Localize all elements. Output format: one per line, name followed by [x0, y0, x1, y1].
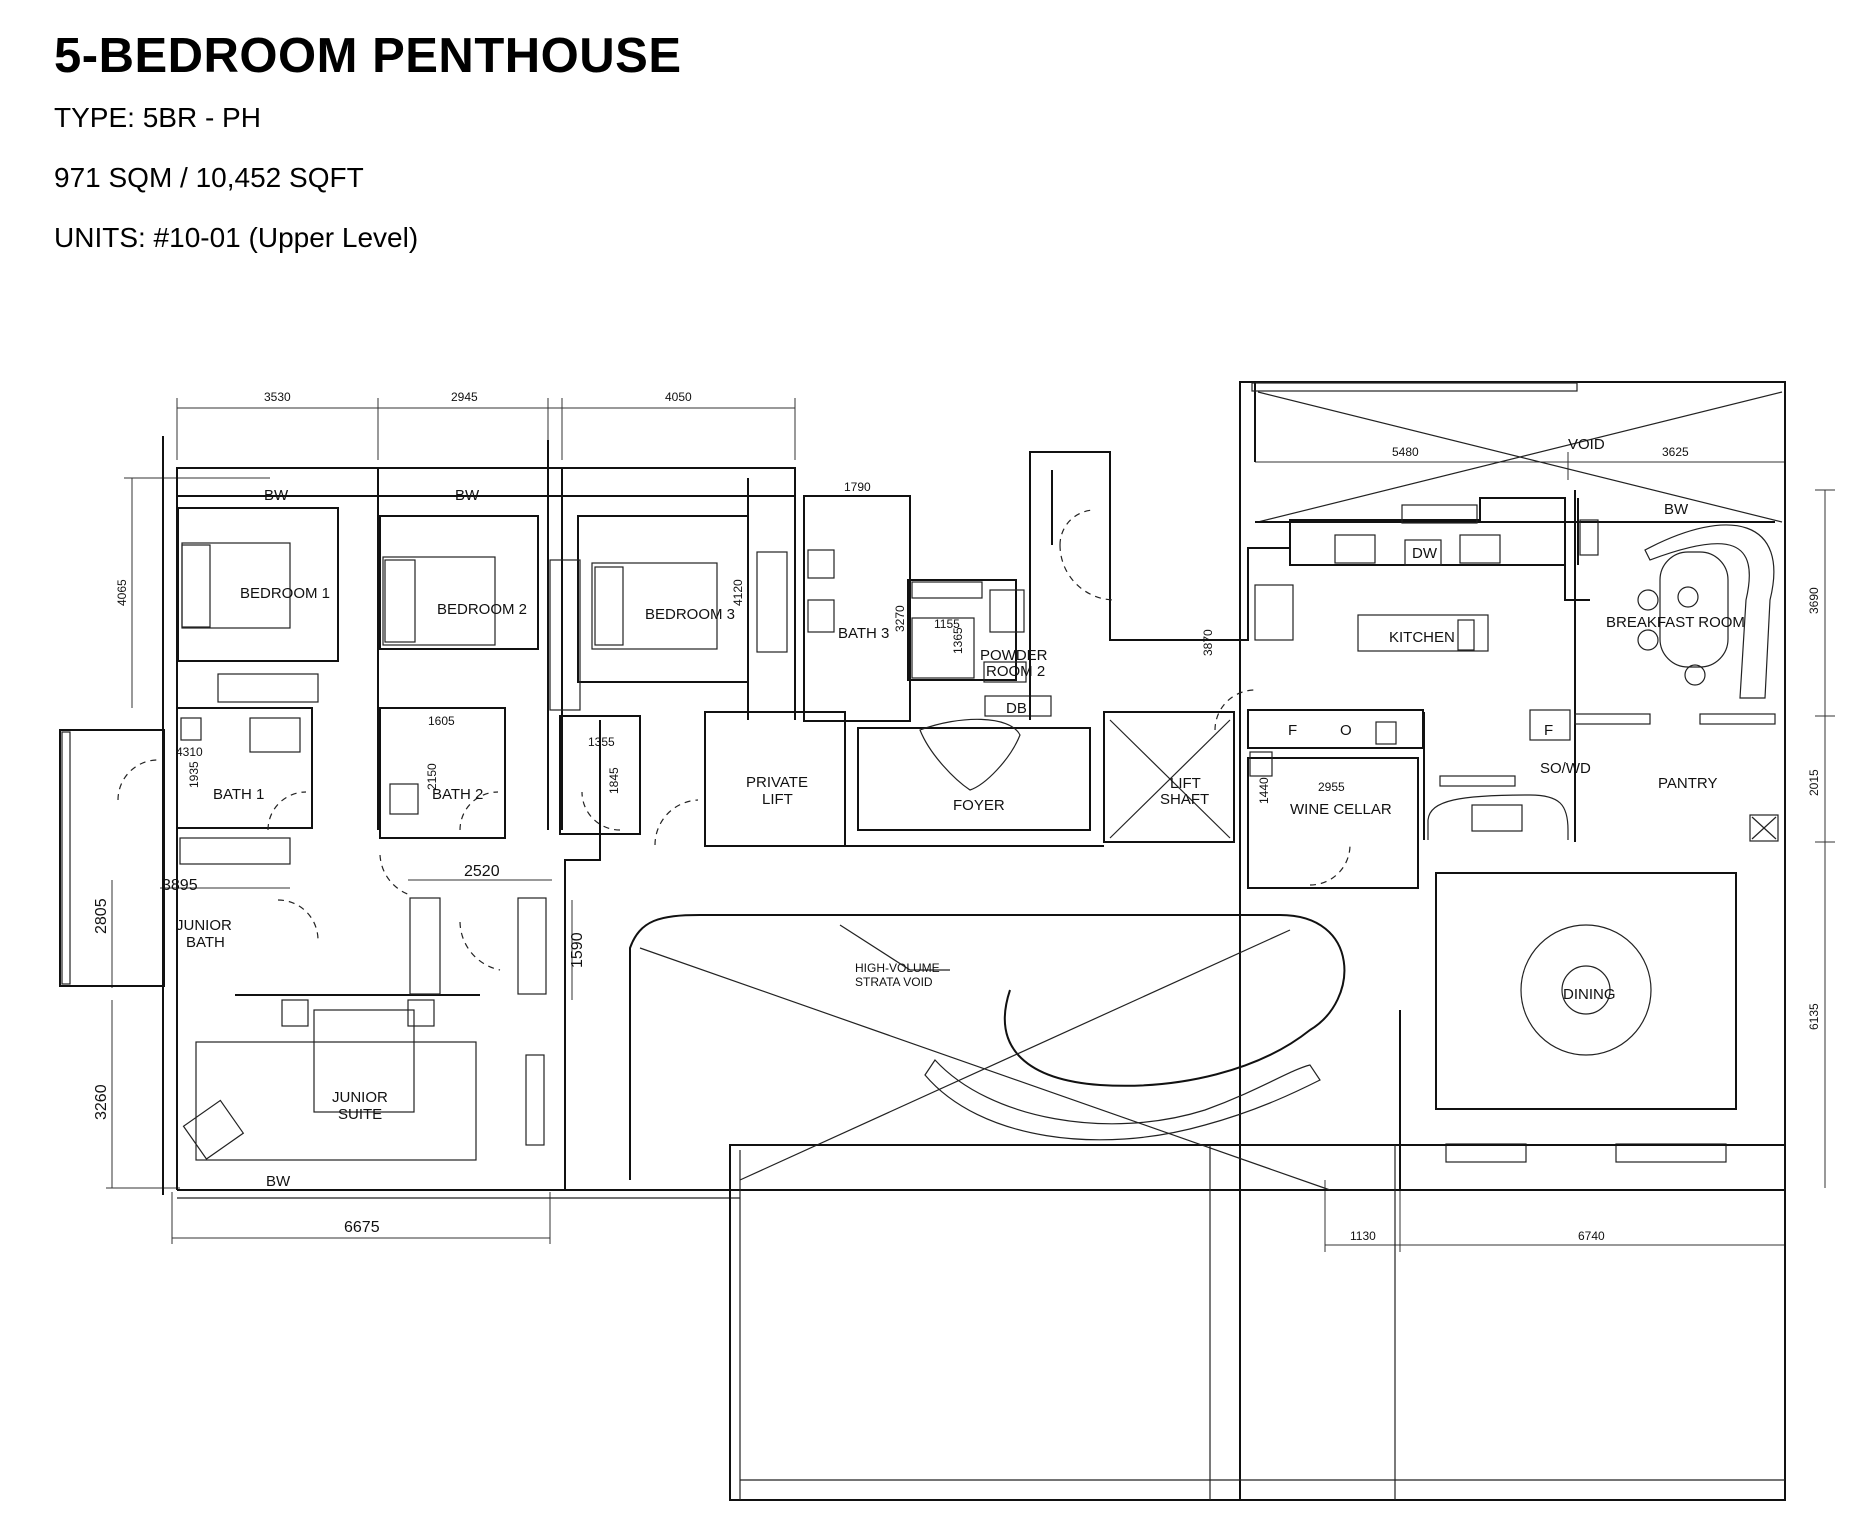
label-pantry: PANTRY [1658, 775, 1717, 792]
label-junior-bath-1: JUNIOR [176, 917, 232, 934]
label-junior-suite-1: JUNIOR [332, 1089, 388, 1106]
dim-6740: 6740 [1578, 1229, 1605, 1243]
dimension-lines [106, 398, 1835, 1252]
dim-1590: 1590 [569, 932, 586, 968]
dim-6135: 6135 [1807, 1003, 1821, 1030]
dim-1355: 1355 [588, 735, 615, 749]
dim-2955: 2955 [1318, 780, 1345, 794]
dim-1605: 1605 [428, 714, 455, 728]
unit-area: 971 SQM / 10,452 SQFT [54, 162, 364, 193]
markers: BW BW BW BW DW F O F [264, 487, 1689, 1190]
dim-1935: 1935 [187, 761, 201, 788]
unit-type: TYPE: 5BR - PH [54, 102, 261, 133]
door-swings [117, 509, 1351, 971]
walls [59, 381, 1786, 1501]
label-kitchen: KITCHEN [1389, 629, 1455, 646]
label-breakfast-room: BREAKFAST ROOM [1606, 614, 1745, 631]
dim-3260: 3260 [93, 1084, 110, 1120]
label-lift-shaft-2: SHAFT [1160, 791, 1209, 808]
plan-header: 5-BEDROOM PENTHOUSE TYPE: 5BR - PH 971 S… [54, 24, 682, 268]
label-sowd: SO/WD [1540, 760, 1591, 777]
marker-o: O [1340, 722, 1352, 739]
dim-1790: 1790 [844, 480, 871, 494]
page-title: 5-BEDROOM PENTHOUSE [54, 29, 682, 83]
marker-bw-4: BW [266, 1173, 291, 1190]
label-dining: DINING [1563, 986, 1616, 1003]
label-strata-void-1: HIGH-VOLUME [855, 961, 940, 975]
label-strata-void-2: STRATA VOID [855, 975, 933, 989]
marker-f-2: F [1544, 722, 1553, 739]
dim-3870: 3870 [1201, 629, 1215, 656]
dim-1440: 1440 [1257, 777, 1271, 804]
dim-4310: 4310 [176, 745, 203, 759]
label-bedroom-2: BEDROOM 2 [437, 601, 527, 618]
label-bath-2: BATH 2 [432, 786, 483, 803]
label-foyer: FOYER [953, 797, 1005, 814]
dim-1845: 1845 [607, 767, 621, 794]
dim-4065: 4065 [115, 579, 129, 606]
dim-2805: 2805 [93, 898, 110, 934]
marker-dw: DW [1412, 545, 1438, 562]
dim-1365: 1365 [951, 627, 965, 654]
label-wine-cellar: WINE CELLAR [1290, 801, 1392, 818]
dim-1130: 1130 [1350, 1229, 1376, 1243]
dim-4050: 4050 [665, 390, 692, 404]
label-bedroom-1: BEDROOM 1 [240, 585, 330, 602]
marker-bw-1: BW [264, 487, 289, 504]
dimension-labels: 3530 2945 4050 1790 5480 3625 4065 4120 … [93, 390, 1821, 1243]
dim-1155: 1155 [934, 617, 960, 631]
label-bedroom-3: BEDROOM 3 [645, 606, 735, 623]
label-junior-suite-2: SUITE [338, 1106, 382, 1123]
dim-6675: 6675 [344, 1219, 380, 1236]
room-labels: BEDROOM 1 BEDROOM 2 BEDROOM 3 BATH 1 BAT… [176, 436, 1745, 1123]
dim-3270: 3270 [893, 605, 907, 632]
label-powder-room-2: ROOM 2 [986, 663, 1045, 680]
marker-f-1: F [1288, 722, 1297, 739]
dim-2015: 2015 [1807, 769, 1821, 796]
label-junior-bath-2: BATH [186, 934, 225, 951]
label-bath-3: BATH 3 [838, 625, 889, 642]
dim-3625: 3625 [1662, 445, 1689, 459]
dim-2520: 2520 [464, 863, 500, 880]
dim-3690: 3690 [1807, 587, 1821, 614]
label-void: VOID [1568, 436, 1605, 453]
marker-bw-3: BW [1664, 501, 1689, 518]
label-private-lift-1: PRIVATE [746, 774, 808, 791]
label-db: DB [1006, 700, 1027, 717]
dim-5480: 5480 [1392, 445, 1419, 459]
dim-2945: 2945 [451, 390, 478, 404]
dim-2150: 2150 [425, 763, 439, 790]
label-powder-room-1: POWDER [980, 647, 1048, 664]
label-lift-shaft-1: LIFT [1170, 775, 1201, 792]
dim-3895: 3895 [162, 877, 198, 894]
marker-bw-2: BW [455, 487, 480, 504]
label-private-lift-2: LIFT [762, 791, 793, 808]
label-bath-1: BATH 1 [213, 786, 264, 803]
unit-numbers: UNITS: #10-01 (Upper Level) [54, 222, 419, 253]
dim-4120: 4120 [731, 579, 745, 606]
dim-3530: 3530 [264, 390, 291, 404]
